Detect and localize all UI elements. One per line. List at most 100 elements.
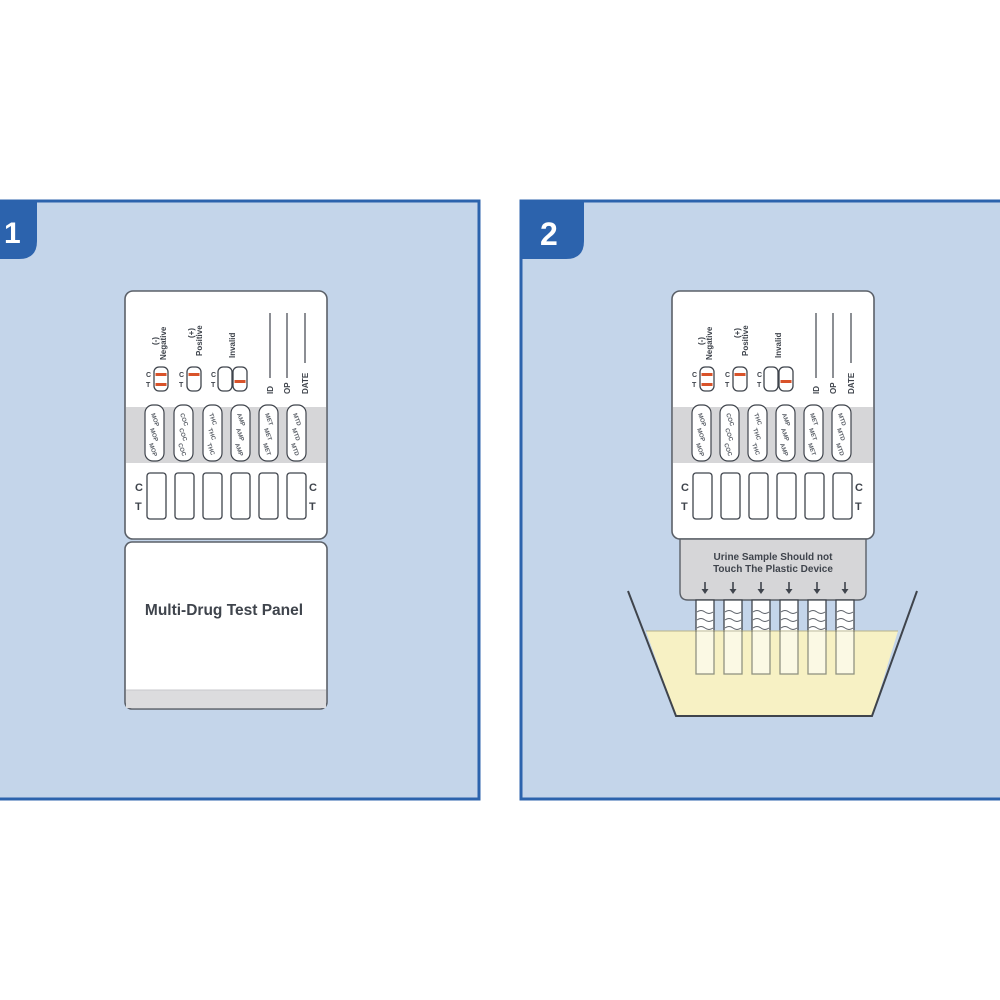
- svg-text:COC: COC: [723, 428, 733, 443]
- svg-text:AMP: AMP: [780, 413, 790, 428]
- svg-text:T: T: [681, 501, 688, 513]
- invalid-t-line: [234, 380, 246, 383]
- result-windows: C T C T: [135, 472, 317, 520]
- dip-strip: [807, 599, 827, 675]
- svg-text:T: T: [757, 382, 762, 389]
- result-window-2-6: [832, 472, 853, 520]
- svg-text:C: C: [855, 482, 863, 494]
- legend-invalid-label: Invalid: [228, 333, 237, 358]
- record-fields-2: ID OP DATE: [812, 313, 856, 394]
- svg-text:MET: MET: [263, 413, 273, 427]
- sample-warning-tab: Urine Sample Should not Touch The Plasti…: [679, 538, 867, 601]
- test-card-dipped: (-) Negative C T (+) Positive C T Invali…: [646, 290, 898, 675]
- legend-c-label: C: [146, 372, 151, 379]
- svg-text:Positive: Positive: [741, 325, 750, 356]
- svg-text:MTD: MTD: [834, 443, 844, 458]
- cup-outline: [627, 590, 918, 717]
- step-2-panel: 2 (-) Negative C T (+) Positive C T: [519, 199, 1000, 801]
- op-field-label: OP: [283, 382, 292, 394]
- svg-text:C: C: [692, 372, 697, 379]
- result-window-4: [230, 472, 251, 520]
- drug-label-met-2: MET MET MET: [803, 404, 824, 462]
- result-windows-2: C T C T: [681, 472, 863, 520]
- drug-label-coc: COC COC COC: [173, 404, 194, 462]
- svg-text:MOP: MOP: [149, 413, 159, 428]
- drug-label-thc-2: THC THC THC: [747, 404, 768, 462]
- svg-text:DATE: DATE: [847, 372, 856, 394]
- warning-line-2: Touch The Plastic Device: [713, 564, 833, 575]
- svg-text:AMP: AMP: [233, 443, 243, 458]
- svg-text:MET: MET: [261, 443, 271, 457]
- svg-text:(+): (+): [733, 328, 742, 338]
- legend-negative-window-2: [699, 366, 715, 392]
- svg-text:C: C: [725, 372, 730, 379]
- legend-invalid-window-b: [232, 366, 248, 392]
- svg-text:MOP: MOP: [696, 413, 706, 428]
- id-field-label: ID: [266, 386, 275, 394]
- dip-strip: [723, 599, 743, 675]
- step-1-panel: 1 (-) Negative C T (+) Positive C T Inva…: [0, 199, 481, 801]
- result-window-6: [286, 472, 307, 520]
- svg-text:Invalid: Invalid: [774, 333, 783, 358]
- svg-text:COC: COC: [177, 428, 187, 443]
- protective-cover: Multi-Drug Test Panel: [124, 541, 328, 710]
- svg-text:MOP: MOP: [694, 443, 704, 458]
- result-window-5: [258, 472, 279, 520]
- legend-invalid-window-2a: [763, 366, 779, 392]
- result-window-3: [202, 472, 223, 520]
- window-c-left: C: [135, 482, 143, 494]
- legend-c-label-2: C: [179, 372, 184, 379]
- svg-text:C: C: [757, 372, 762, 379]
- svg-text:MTD: MTD: [836, 413, 846, 428]
- svg-text:MET: MET: [808, 413, 818, 427]
- drug-label-mtd-2: MTD MTD MTD: [831, 404, 852, 462]
- svg-text:AMP: AMP: [235, 413, 245, 428]
- svg-text:THC: THC: [751, 428, 761, 442]
- dip-strip: [695, 599, 715, 675]
- window-t-left: T: [135, 501, 142, 513]
- legend-t-label: T: [146, 382, 151, 389]
- date-field-label: DATE: [301, 372, 310, 394]
- svg-text:Negative: Negative: [705, 326, 714, 360]
- svg-text:THC: THC: [205, 443, 215, 457]
- legend-positive-window-2: [732, 366, 748, 392]
- drug-label-thc: THC THC THC: [202, 404, 223, 462]
- test-card: (-) Negative C T (+) Positive C T Invali…: [124, 290, 328, 710]
- dip-strips: [646, 599, 898, 675]
- positive-c-line: [188, 373, 200, 376]
- svg-text:AMP: AMP: [779, 428, 789, 443]
- window-c-right: C: [309, 482, 317, 494]
- svg-text:MTD: MTD: [835, 428, 845, 443]
- svg-text:MOP: MOP: [148, 428, 158, 443]
- dip-strip: [751, 599, 771, 675]
- window-t-right: T: [309, 501, 316, 513]
- svg-text:AMP: AMP: [234, 428, 244, 443]
- svg-text:(-): (-): [697, 337, 706, 345]
- drug-label-amp: AMP AMP AMP: [230, 404, 251, 462]
- result-window-2-5: [804, 472, 825, 520]
- svg-text:MOP: MOP: [695, 428, 705, 443]
- legend-negative-sign: (-): [151, 337, 160, 345]
- drug-label-amp-2: AMP AMP AMP: [775, 404, 796, 462]
- svg-text:MET: MET: [262, 428, 272, 442]
- svg-text:THC: THC: [206, 428, 216, 442]
- svg-text:T: T: [692, 382, 697, 389]
- step-1-badge: [0, 201, 37, 259]
- drug-label-mop-2: MOP MOP MOP: [691, 404, 712, 462]
- svg-text:T: T: [855, 501, 862, 513]
- drug-label-mop: MOP MOP MOP: [144, 404, 165, 462]
- legend-negative-window: [153, 366, 169, 392]
- result-window-2-3: [748, 472, 769, 520]
- negative-c-line: [155, 373, 167, 376]
- svg-text:MET: MET: [806, 443, 816, 457]
- result-window-2-1: [692, 472, 713, 520]
- svg-text:COC: COC: [178, 413, 188, 428]
- svg-text:THC: THC: [750, 443, 760, 457]
- drug-label-coc-2: COC COC COC: [719, 404, 740, 462]
- submerged-tint: [694, 632, 856, 675]
- svg-text:AMP: AMP: [778, 443, 788, 458]
- svg-text:COC: COC: [176, 443, 186, 458]
- svg-text:OP: OP: [829, 382, 838, 394]
- result-window-2-4: [776, 472, 797, 520]
- legend-positive-sign: (+): [187, 328, 196, 338]
